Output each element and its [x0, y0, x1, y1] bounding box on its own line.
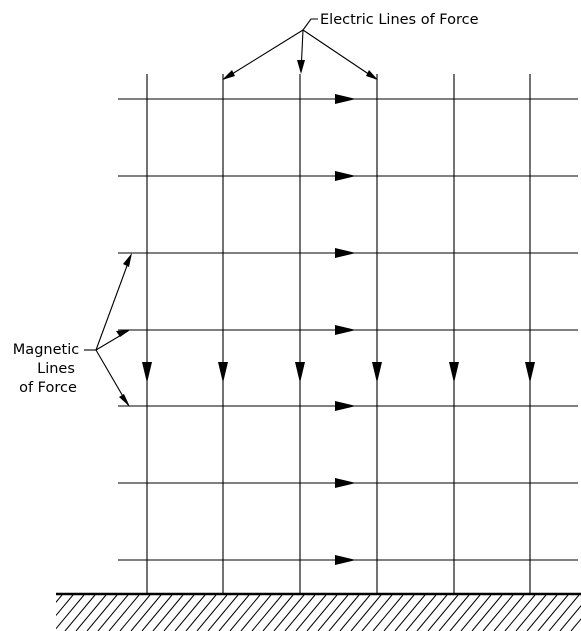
hatch-line — [350, 594, 382, 631]
hatch-line — [185, 594, 217, 631]
magnetic-arrowheads — [335, 94, 356, 565]
hatch-line — [207, 594, 239, 631]
down-arrow-icon — [218, 362, 228, 383]
right-arrow-icon — [335, 325, 356, 335]
hatch-line — [141, 594, 173, 631]
hatch-line — [361, 594, 393, 631]
hatch-line — [306, 594, 338, 631]
down-arrow-icon — [372, 362, 382, 383]
hatch-line — [10, 595, 40, 631]
down-arrow-icon — [449, 362, 459, 383]
hatch-line — [570, 618, 581, 631]
hatch-line — [273, 594, 305, 631]
hatch-line — [163, 594, 195, 631]
hatch-line — [526, 594, 558, 631]
hatch-line — [152, 594, 184, 631]
down-arrow-icon — [295, 362, 305, 383]
hatch-line — [372, 594, 404, 631]
leader-arrow-icon — [297, 60, 305, 74]
ground-hatching — [10, 594, 581, 631]
hatch-line — [240, 594, 272, 631]
magnetic-lines-label-2: Lines — [37, 361, 75, 377]
electric-lines — [146, 74, 531, 594]
hatch-line — [130, 594, 162, 631]
hatch-line — [56, 594, 74, 617]
ground — [10, 592, 581, 631]
electric-leader-line — [223, 29, 304, 80]
hatch-line — [427, 594, 459, 631]
hatch-line — [460, 594, 492, 631]
leader-arrow-icon — [116, 330, 130, 337]
hatch-line — [108, 594, 140, 631]
leader-arrow-icon — [119, 394, 130, 407]
hatch-line — [56, 594, 85, 630]
hatch-line — [383, 594, 415, 631]
magnetic-leader-line — [95, 254, 132, 351]
hatch-line — [317, 594, 349, 631]
hatch-line — [394, 594, 426, 631]
hatch-line — [328, 594, 360, 631]
electric-arrowheads — [142, 362, 535, 383]
hatch-line — [174, 594, 206, 631]
leader-arrow-icon — [366, 70, 378, 80]
electric-leader-line — [302, 18, 318, 31]
hatch-line — [295, 594, 327, 631]
hatch-line — [56, 594, 63, 603]
hatch-line — [471, 594, 503, 631]
down-arrow-icon — [525, 362, 535, 383]
hatch-line — [559, 605, 581, 631]
right-arrow-icon — [335, 555, 356, 565]
right-arrow-icon — [335, 478, 356, 488]
hatch-line — [515, 594, 547, 631]
hatch-line — [493, 594, 525, 631]
hatch-line — [504, 594, 536, 631]
leader-arrow-icon — [222, 70, 235, 80]
right-arrow-icon — [335, 171, 356, 181]
hatch-line — [75, 594, 107, 631]
down-arrow-icon — [142, 362, 152, 383]
hatch-line — [339, 594, 371, 631]
hatch-line — [262, 594, 294, 631]
right-arrow-icon — [335, 248, 356, 258]
hatch-line — [196, 594, 228, 631]
hatch-line — [284, 594, 316, 631]
electric-leader-line — [302, 29, 377, 80]
hatch-line — [119, 594, 151, 631]
electric-leaders — [222, 18, 378, 80]
hatch-line — [97, 594, 129, 631]
hatch-line — [229, 594, 261, 631]
hatch-line — [537, 594, 569, 631]
electric-lines-label: Electric Lines of Force — [320, 12, 479, 28]
hatch-line — [64, 594, 96, 631]
leader-arrow-icon — [123, 253, 132, 267]
right-arrow-icon — [335, 401, 356, 411]
hatch-line — [21, 595, 51, 631]
hatch-line — [218, 594, 250, 631]
hatch-line — [548, 594, 580, 631]
hatch-line — [416, 594, 448, 631]
hatch-line — [449, 594, 481, 631]
magnetic-lines-label-3: of Force — [19, 380, 77, 396]
hatch-line — [251, 594, 283, 631]
hatch-line — [482, 594, 514, 631]
hatch-line — [438, 594, 470, 631]
right-arrow-icon — [335, 94, 356, 104]
hatch-line — [86, 594, 118, 631]
magnetic-lines-label-1: Magnetic — [13, 342, 79, 358]
magnetic-leaders — [84, 253, 132, 407]
hatch-line — [405, 594, 437, 631]
